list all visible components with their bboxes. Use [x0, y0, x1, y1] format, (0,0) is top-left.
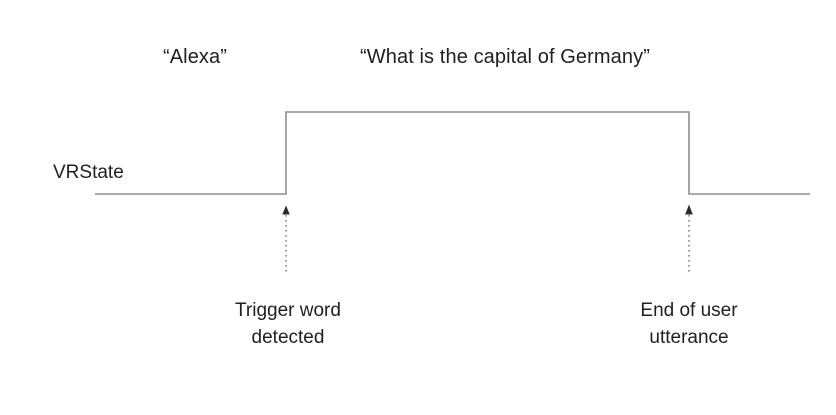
end-of-utterance-marker: [685, 204, 693, 272]
user-query-label: “What is the capital of Germany”: [360, 46, 650, 68]
vrstate-trace: [95, 111, 810, 195]
trigger-phrase-label: “Alexa”: [162, 46, 228, 68]
signal-name-label: VRState: [53, 162, 124, 183]
end-of-utterance-line-1: End of user: [640, 300, 738, 321]
trigger-word-detected-line-2: detected: [251, 327, 325, 348]
trigger-word-detected-label: Trigger word detected: [178, 297, 398, 351]
trigger-word-detected-line-1: Trigger word: [235, 300, 341, 321]
end-of-utterance-line-2: utterance: [649, 327, 729, 348]
end-of-utterance-label: End of user utterance: [579, 297, 799, 351]
trigger-word-marker: [282, 205, 290, 272]
